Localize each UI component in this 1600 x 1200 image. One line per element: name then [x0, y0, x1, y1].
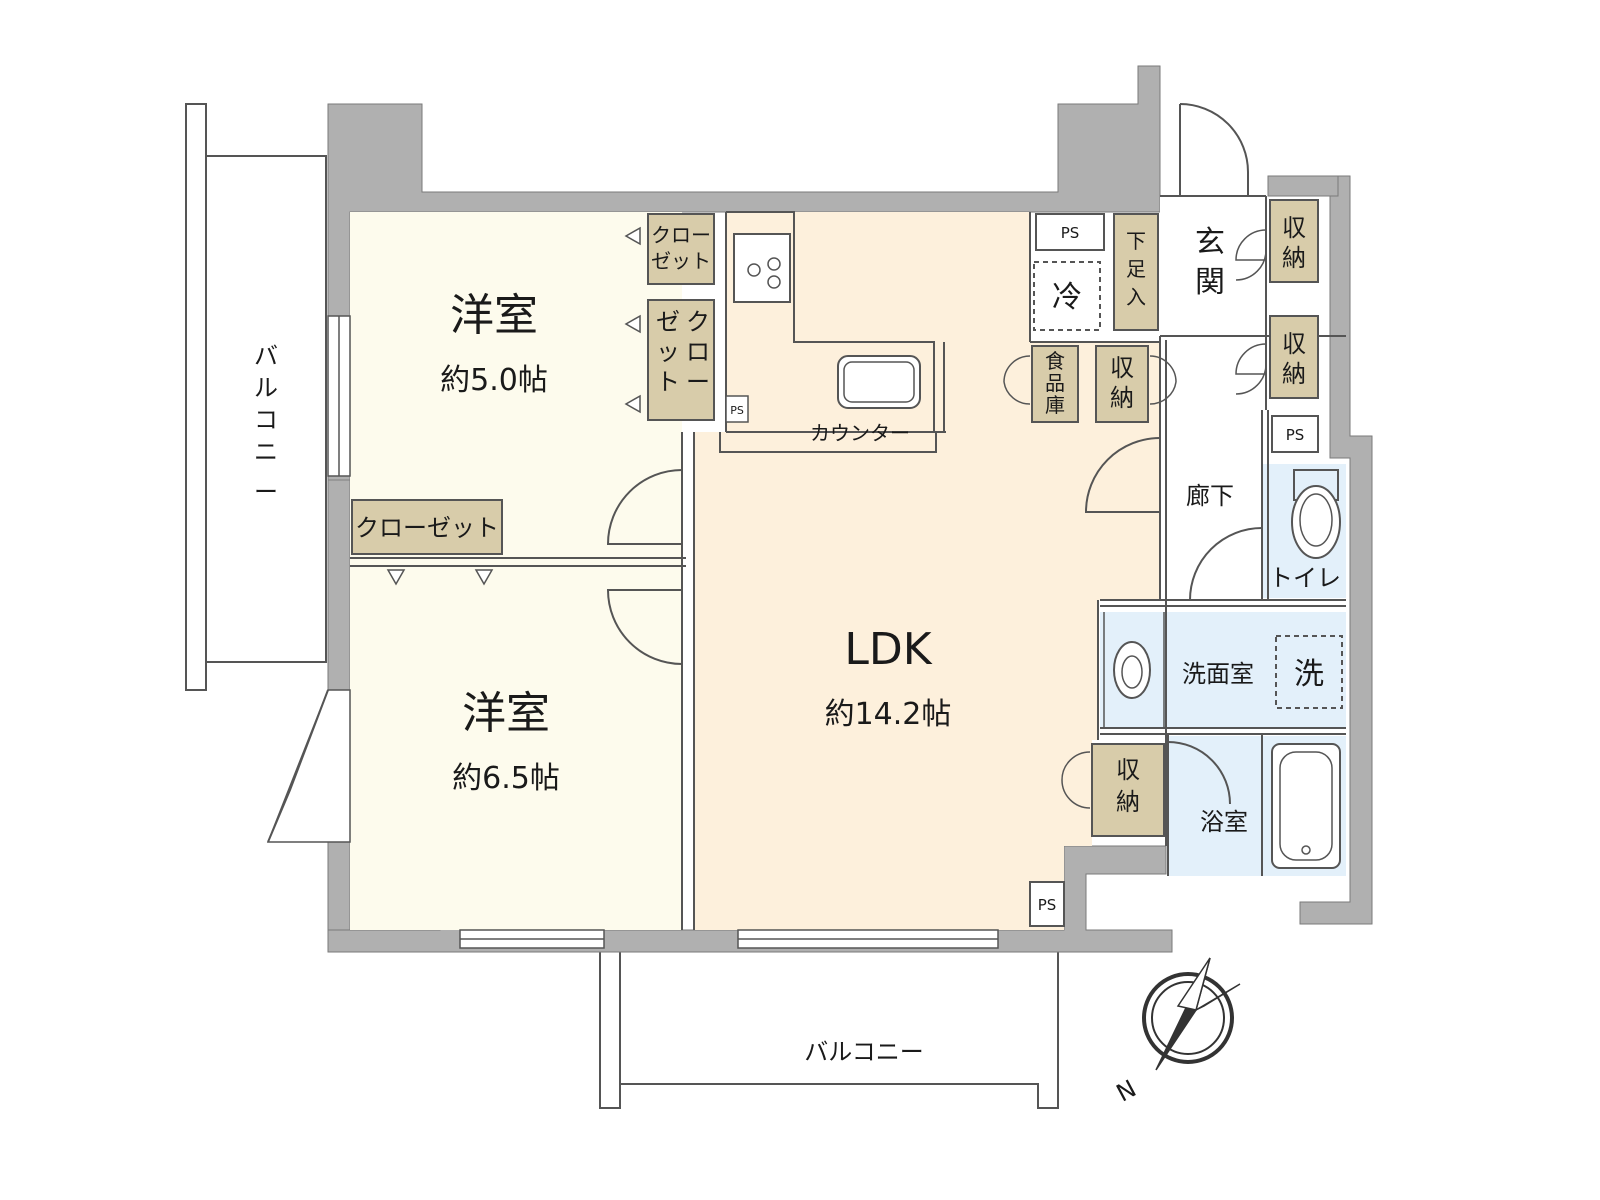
shoe-storage-label-1: 下 [1126, 229, 1146, 253]
closet-vert-label-b1: ゼ [656, 308, 680, 336]
storage-entrance-1-a: 収 [1282, 214, 1306, 242]
shoe-storage-label-3: 入 [1126, 285, 1146, 309]
ps-box-top [1035, 213, 1105, 251]
door-ldk-hall [1084, 437, 1161, 513]
ps-box-bottom [1029, 881, 1065, 927]
west-windows [266, 315, 351, 843]
closet-door-arrows [624, 226, 641, 414]
shoe-storage [1113, 213, 1159, 331]
closet-middle [351, 499, 503, 555]
door-toilet [1189, 527, 1263, 601]
storage-entrance-1-b: 納 [1282, 244, 1306, 272]
storage-ldk-bottom [1091, 743, 1165, 837]
svg-text:ー: ー [254, 478, 278, 506]
washer-space [1275, 635, 1343, 709]
ps-label-top: PS [1061, 224, 1080, 242]
closet-middle-arrows [386, 569, 494, 586]
western-room-1-name: 洋室 [450, 290, 538, 341]
sink-icon [837, 355, 921, 409]
western-room-2-floor [350, 558, 682, 930]
balcony-west [185, 103, 327, 691]
storage-ldk-top-a: 収 [1110, 354, 1134, 382]
storage-entrance-2-a: 収 [1282, 330, 1306, 358]
compass-north-label: N [1112, 1074, 1141, 1107]
storage-ldk-bottom-door [1061, 751, 1091, 809]
ps-label-bottom: PS [1038, 896, 1057, 914]
closet-vertical [647, 299, 715, 421]
front-door-swing [1179, 103, 1249, 173]
storage-door-2 [1235, 343, 1267, 395]
pantry-label-3: 庫 [1045, 393, 1065, 417]
fridge-label: 冷 [1052, 280, 1082, 315]
storage-ldk-top-door [1149, 355, 1177, 405]
closet-vert-label-b3: ト [656, 368, 680, 396]
svg-text:ル: ル [254, 374, 278, 402]
bathroom-label: 浴室 [1200, 808, 1248, 836]
hallway-label: 廊下 [1186, 482, 1234, 510]
storage-entrance-2-b: 納 [1282, 360, 1306, 388]
door-bathroom [1167, 741, 1231, 805]
stove-icon [733, 233, 791, 303]
western-room-1-area: 約5.0帖 [440, 363, 548, 398]
western-room-2-area: 約6.5帖 [452, 761, 560, 796]
ldk-area: 約14.2帖 [825, 697, 952, 732]
washer-label: 洗 [1294, 657, 1324, 692]
entrance-floor [1160, 196, 1266, 336]
kitchen: PS [719, 211, 937, 453]
closet-top-label-b: ゼット [651, 249, 711, 273]
shoe-storage-label-2: 足 [1126, 257, 1146, 281]
svg-text:ニ: ニ [254, 438, 278, 466]
pantry-label-2: 品 [1045, 371, 1065, 395]
pantry-label-1: 食 [1045, 349, 1065, 373]
ps-box-toilet [1271, 415, 1319, 453]
closet-vert-label-a1: ク [686, 308, 710, 336]
closet-top-label-a: クロー [651, 223, 711, 247]
storage-door-1 [1235, 229, 1267, 281]
toilet-label: トイレ [1269, 564, 1341, 592]
ps-label-toilet: PS [1286, 426, 1305, 444]
svg-text:コ: コ [254, 406, 278, 434]
toilet-icon [1291, 469, 1341, 559]
balcony-south-label: バルコニー [804, 1038, 924, 1066]
ldk-name: LDK [844, 624, 932, 675]
counter [719, 432, 937, 453]
western-room-2-name: 洋室 [462, 688, 550, 739]
basin-icon [1103, 612, 1165, 728]
pantry [1031, 345, 1079, 423]
fridge-space [1033, 261, 1101, 331]
storage-entrance-1 [1269, 199, 1319, 283]
washroom-label: 洗面室 [1182, 660, 1254, 688]
entrance-label-1: 玄 [1195, 225, 1225, 260]
storage-ldk-bottom-a: 収 [1116, 756, 1140, 784]
storage-ldk-top [1095, 345, 1149, 423]
storage-ldk-top-b: 納 [1110, 384, 1134, 412]
counter-label: カウンター [810, 421, 910, 445]
storage-ldk-bottom-b: 納 [1116, 788, 1140, 816]
storage-entrance-2 [1269, 315, 1319, 399]
compass-icon [1142, 957, 1241, 1071]
door-western-room-1 [606, 469, 683, 545]
ldk-floor [694, 212, 1160, 930]
closet-vert-label-b2: ッ [656, 338, 680, 366]
svg-text:バ: バ [254, 342, 278, 370]
closet-vert-label-a2: ロ [686, 338, 710, 366]
closet-middle-label: クローゼット [355, 514, 499, 542]
closet-vert-label-a3: ー [686, 368, 710, 396]
bathtub-icon [1271, 743, 1341, 869]
south-windows [459, 929, 999, 949]
closet-top [647, 213, 715, 285]
pantry-door [1003, 355, 1031, 405]
balcony-south [599, 947, 1059, 1109]
balcony-west-label: バ ル コ ニ ー [254, 342, 278, 506]
ps-label-kitchen: PS [730, 404, 744, 417]
door-western-room-2 [606, 589, 683, 665]
entrance-label-2: 関 [1195, 265, 1225, 300]
